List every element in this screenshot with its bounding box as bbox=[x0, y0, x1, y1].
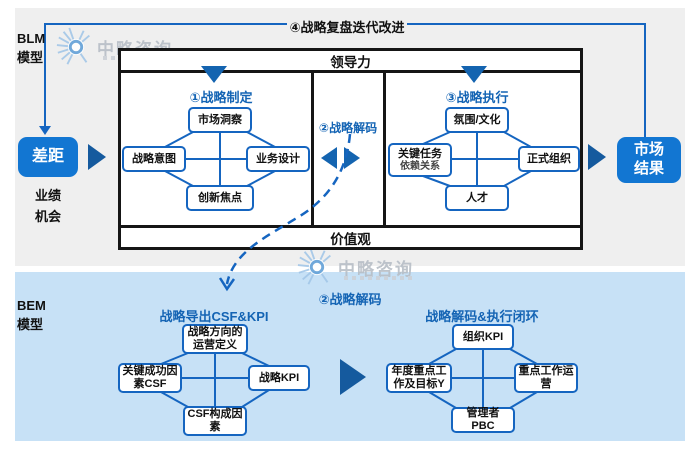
formal-org-node: 正式组织 bbox=[518, 146, 580, 172]
watermark-logo-center: 中略咨询 bbox=[296, 246, 416, 288]
key-work-ops-node: 重点工作运营 bbox=[514, 363, 578, 393]
dependency-sublabel: 依赖关系 bbox=[400, 160, 440, 172]
arrow-left-icon bbox=[321, 147, 337, 169]
key-tasks-node: 关键任务 依赖关系 bbox=[388, 143, 452, 177]
annual-work-target-node: 年度重点工作及目标Y bbox=[386, 363, 452, 393]
column-divider-left bbox=[311, 71, 314, 228]
market-result-node: 市场 结果 bbox=[617, 137, 681, 183]
values-bar: 价值观 bbox=[121, 225, 580, 247]
section1-title: ①战略制定 bbox=[189, 90, 253, 105]
csf-factors-node: CSF构成因素 bbox=[183, 406, 247, 436]
watermark-logo-top: 中略咨询 bbox=[55, 26, 175, 68]
business-design-node: 业务设计 bbox=[246, 146, 310, 172]
arrow-right-icon bbox=[344, 147, 360, 169]
column-divider-right bbox=[383, 71, 386, 228]
feedback-line-right bbox=[407, 23, 646, 25]
bem-panel bbox=[15, 272, 685, 441]
bem-model-label: BEM 模型 bbox=[17, 298, 46, 332]
performance-opportunity-label: 业绩 机会 bbox=[34, 188, 61, 224]
feedback-line-down-left bbox=[44, 23, 46, 127]
watermark-tagline bbox=[344, 276, 416, 280]
strategy-kpi-node: 战略KPI bbox=[248, 365, 310, 391]
feedback-line-left bbox=[44, 23, 287, 25]
bem-decode-label: ②战略解码 bbox=[318, 292, 382, 307]
market-insight-node: 市场洞察 bbox=[188, 107, 252, 133]
bem-group1-title: 战略导出CSF&KPI bbox=[159, 309, 269, 324]
section3-title: ③战略执行 bbox=[445, 90, 509, 105]
feedback-arrowhead-icon bbox=[39, 126, 51, 135]
section2-title: ②战略解码 bbox=[318, 121, 378, 135]
leadership-bar: 领导力 bbox=[121, 51, 580, 73]
triangle-down-icon bbox=[461, 66, 487, 83]
gap-node: 差距 bbox=[18, 137, 78, 177]
talent-node: 人才 bbox=[445, 185, 509, 211]
bem-group2-title: 战略解码&执行闭环 bbox=[425, 309, 539, 324]
org-kpi-node: 组织KPI bbox=[452, 324, 514, 350]
manager-pbc-node: 管理者PBC bbox=[451, 407, 515, 433]
strategic-intent-node: 战略意图 bbox=[122, 146, 186, 172]
arrow-right-icon bbox=[588, 144, 606, 170]
innovation-focus-node: 创新焦点 bbox=[186, 185, 254, 211]
starburst-icon bbox=[297, 247, 331, 285]
culture-node: 氛围/文化 bbox=[445, 107, 509, 133]
arrow-right-icon bbox=[340, 359, 366, 395]
feedback-label: ④战略复盘迭代改进 bbox=[289, 20, 405, 35]
strategy-direction-node: 战略方向的运营定义 bbox=[182, 324, 248, 354]
csf-node: 关键成功因素CSF bbox=[118, 363, 182, 393]
feedback-line-down-right bbox=[644, 23, 646, 137]
blm-model-label: BLM 模型 bbox=[17, 31, 46, 65]
starburst-icon bbox=[56, 27, 90, 65]
arrow-right-icon bbox=[88, 144, 106, 170]
watermark-text: 中略咨询 bbox=[338, 259, 414, 279]
triangle-down-icon bbox=[201, 66, 227, 83]
